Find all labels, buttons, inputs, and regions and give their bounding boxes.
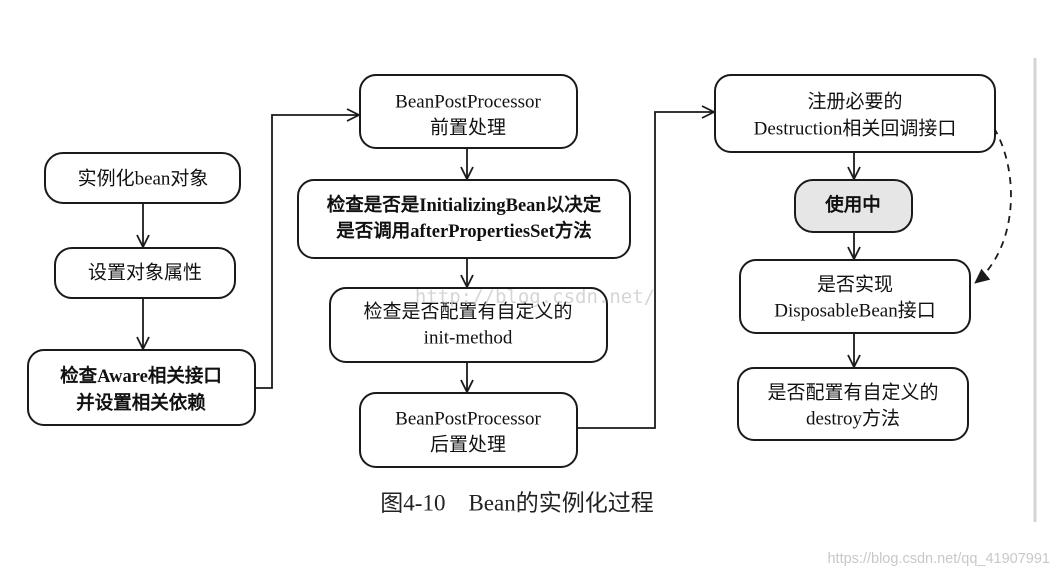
node-box (329, 287, 608, 363)
figure-caption: 图4-10 Bean的实例化过程 (380, 491, 653, 516)
node-label: 设置对象属性 (88, 262, 202, 284)
node-label-line-2: DisposableBean接口 (774, 300, 935, 322)
node-bean-post-processor-before: BeanPostProcessor 前置处理 (359, 74, 578, 149)
node-box (27, 349, 256, 426)
node-box (794, 179, 913, 233)
node-box (44, 152, 241, 204)
node-bean-post-processor-after: BeanPostProcessor 后置处理 (359, 392, 578, 468)
node-label-line-1: 是否实现 (817, 274, 893, 296)
node-instantiate-bean: 实例化bean对象 (44, 152, 241, 204)
watermark-corner: https://blog.csdn.net/qq_41907991 (827, 551, 1050, 567)
node-check-disposable-bean: 是否实现 DisposableBean接口 (739, 259, 971, 334)
node-check-aware: 检查Aware相关接口 并设置相关依赖 (27, 349, 256, 426)
node-label-line-2: init-method (424, 328, 513, 349)
node-label-line-2: 前置处理 (430, 117, 506, 139)
node-label-line-1: BeanPostProcessor (395, 92, 541, 113)
node-label-line-1: BeanPostProcessor (395, 409, 541, 430)
node-box (359, 74, 578, 149)
node-label-line-2: 并设置相关依赖 (76, 392, 206, 414)
node-label-line-1: 是否配置有自定义的 (767, 382, 938, 404)
node-box (297, 179, 631, 259)
node-box (54, 247, 236, 299)
node-box (714, 74, 996, 153)
edge-aware-to-pre-processor (255, 115, 359, 389)
node-label: 使用中 (824, 194, 881, 216)
node-register-destruction: 注册必要的 Destruction相关回调接口 (714, 74, 996, 153)
node-label-line-2: destroy方法 (806, 408, 900, 430)
node-box (739, 259, 971, 334)
node-label-line-1: 注册必要的 (807, 91, 902, 113)
node-check-init-method: 检查是否配置有自定义的 init-method (329, 287, 608, 363)
node-in-use: 使用中 (794, 179, 913, 233)
node-label-line-1: 检查是否是InitializingBean以决定 (327, 194, 602, 216)
node-box (359, 392, 578, 468)
node-box (737, 367, 969, 441)
watermark-center: http://blog.csdn.net/ (415, 286, 655, 308)
edge-post-processor-to-destruction (577, 112, 714, 429)
node-label-line-1: 检查是否配置有自定义的 (363, 301, 572, 323)
node-check-destroy-method: 是否配置有自定义的 destroy方法 (737, 367, 969, 441)
node-set-properties: 设置对象属性 (54, 247, 236, 299)
node-label: 实例化bean对象 (78, 168, 209, 190)
node-label-line-1: 检查Aware相关接口 (60, 365, 222, 387)
node-label-line-2: 是否调用afterPropertiesSet方法 (336, 220, 592, 242)
node-label-line-2: 后置处理 (430, 434, 506, 456)
node-label-line-2: Destruction相关回调接口 (754, 118, 957, 140)
edges (143, 112, 1012, 429)
edge-destruction-to-disposable-dashed (974, 127, 1012, 284)
node-check-initializing-bean: 检查是否是InitializingBean以决定 是否调用afterProper… (297, 179, 631, 259)
